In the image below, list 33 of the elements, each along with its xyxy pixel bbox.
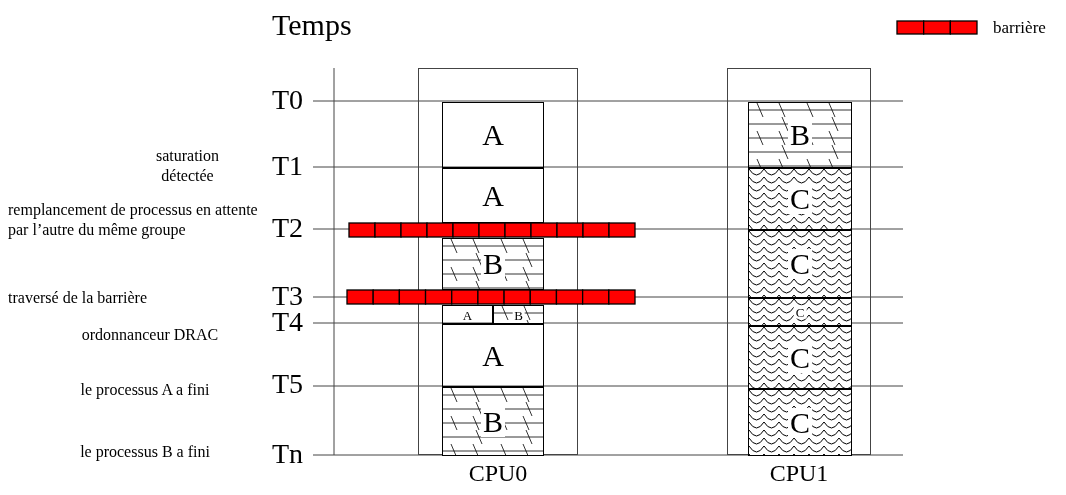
time-marker: T1 xyxy=(272,152,304,180)
process-label: B xyxy=(481,406,505,437)
time-slice xyxy=(442,238,544,290)
title: Temps xyxy=(272,10,352,40)
time-slice xyxy=(748,168,852,230)
annotation-text: ordonnanceur DRAC xyxy=(80,325,220,345)
annotation-text: le processus A a fini xyxy=(79,380,211,400)
time-slice xyxy=(442,387,544,456)
process-label: C xyxy=(788,342,812,373)
time-slice xyxy=(493,305,544,324)
process-label: B xyxy=(512,308,525,321)
cpu-label: CPU0 xyxy=(468,461,528,485)
process-label: C xyxy=(788,249,812,279)
annotation-text: saturation détectée xyxy=(154,146,221,186)
process-label: C xyxy=(793,305,807,319)
time-marker: T3 xyxy=(272,282,304,310)
process-label: C xyxy=(788,184,812,214)
annotation-text: traversé de la barrière xyxy=(8,288,148,308)
time-slice xyxy=(748,298,852,326)
annotation-text: remplancement de processus en attente par l’autre du même groupe xyxy=(8,200,258,240)
time-marker: T2 xyxy=(272,214,304,242)
time-marker: T0 xyxy=(272,86,304,114)
process-label: C xyxy=(788,407,812,438)
legend-label: barrière xyxy=(993,19,1046,36)
time-slice xyxy=(748,389,852,456)
time-slice xyxy=(748,102,852,168)
time-marker: T5 xyxy=(272,370,304,398)
time-marker: T4 xyxy=(272,308,304,336)
time-marker: Tn xyxy=(272,440,304,468)
time-slice xyxy=(442,324,544,387)
cpu-label: CPU1 xyxy=(769,461,829,485)
time-slice xyxy=(442,102,544,168)
annotation-text: le processus B a fini xyxy=(79,442,211,462)
